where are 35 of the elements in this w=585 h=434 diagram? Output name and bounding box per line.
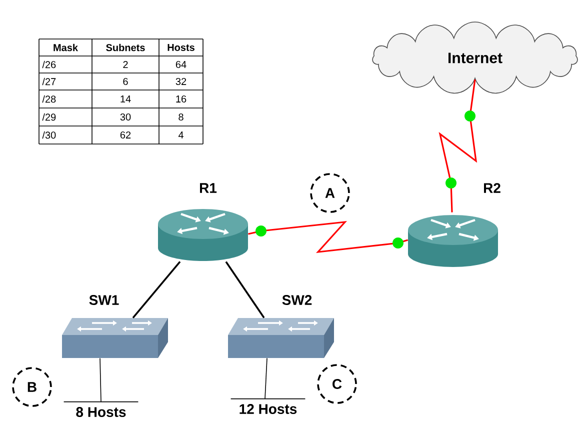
label: 2 (123, 61, 128, 68)
router: R2 (408, 183, 500, 267)
label: 16 (176, 95, 186, 103)
link-line (225, 261, 265, 318)
switch: SW2 (228, 295, 334, 358)
label: 62 (120, 131, 131, 139)
label: 64 (176, 60, 186, 68)
switch: SW1 (62, 295, 168, 358)
label: /28 (42, 95, 56, 103)
link-line (264, 358, 268, 400)
label: /27 (42, 78, 56, 86)
label: /26 (42, 60, 56, 68)
label: 14 (120, 96, 131, 102)
label: /29 (42, 113, 56, 121)
label: Hosts (168, 44, 194, 51)
host-segment: 12 Hosts (230, 398, 306, 414)
label: Subnets (106, 44, 145, 52)
label: /30 (42, 131, 56, 139)
label: 32 (176, 78, 186, 86)
table: Mask Subnets Hosts /26 2 64 /27 6 32 /28 14 16 /29 30 8 /30 62 4 (38, 38, 204, 144)
node-label: R2 (484, 183, 500, 193)
node-label: R1 (200, 183, 217, 193)
label: 4 (178, 132, 184, 138)
label: 6 (123, 78, 128, 86)
label: Mask (54, 44, 78, 52)
label: 30 (120, 113, 131, 121)
node-label: SW1 (89, 295, 119, 305)
link-line (100, 358, 102, 402)
cloud: Internet (372, 22, 578, 94)
node-label: SW2 (282, 295, 312, 305)
host-segment: 8 Hosts (63, 401, 139, 417)
link-line (132, 261, 181, 318)
link-line (248, 220, 408, 254)
label: 8 (178, 113, 184, 121)
router: R1 (158, 183, 248, 261)
